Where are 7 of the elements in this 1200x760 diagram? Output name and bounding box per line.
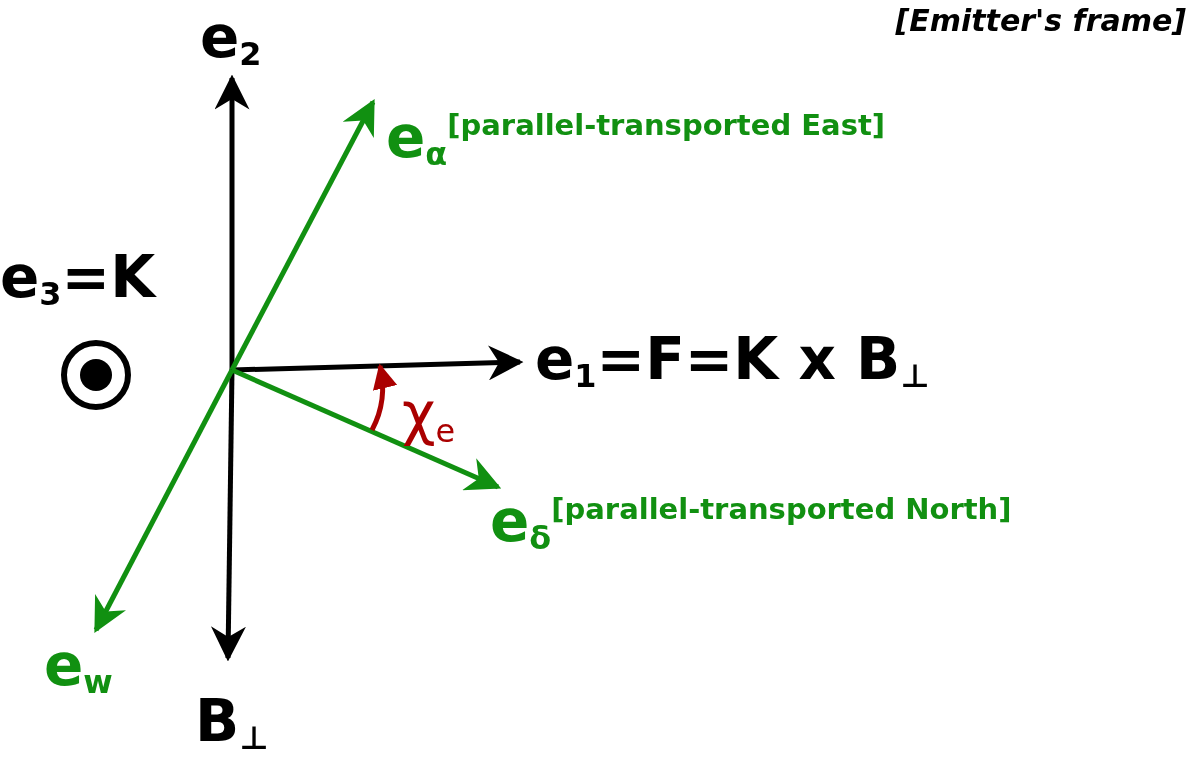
vector-label: e$_{2}$ (200, 8, 262, 71)
angle-label: χ$_{e}$ (402, 385, 456, 448)
vector-label: e$_{w}$ (44, 636, 113, 699)
vector-label: e$_{1}$=F=K x B$_{⊥}$ (535, 330, 930, 393)
vector-label: e$_{3}$=K (0, 248, 156, 311)
frame-title: [Emitter's frame] (895, 6, 1186, 36)
vector-label: B$_{⊥}$ (195, 692, 269, 755)
